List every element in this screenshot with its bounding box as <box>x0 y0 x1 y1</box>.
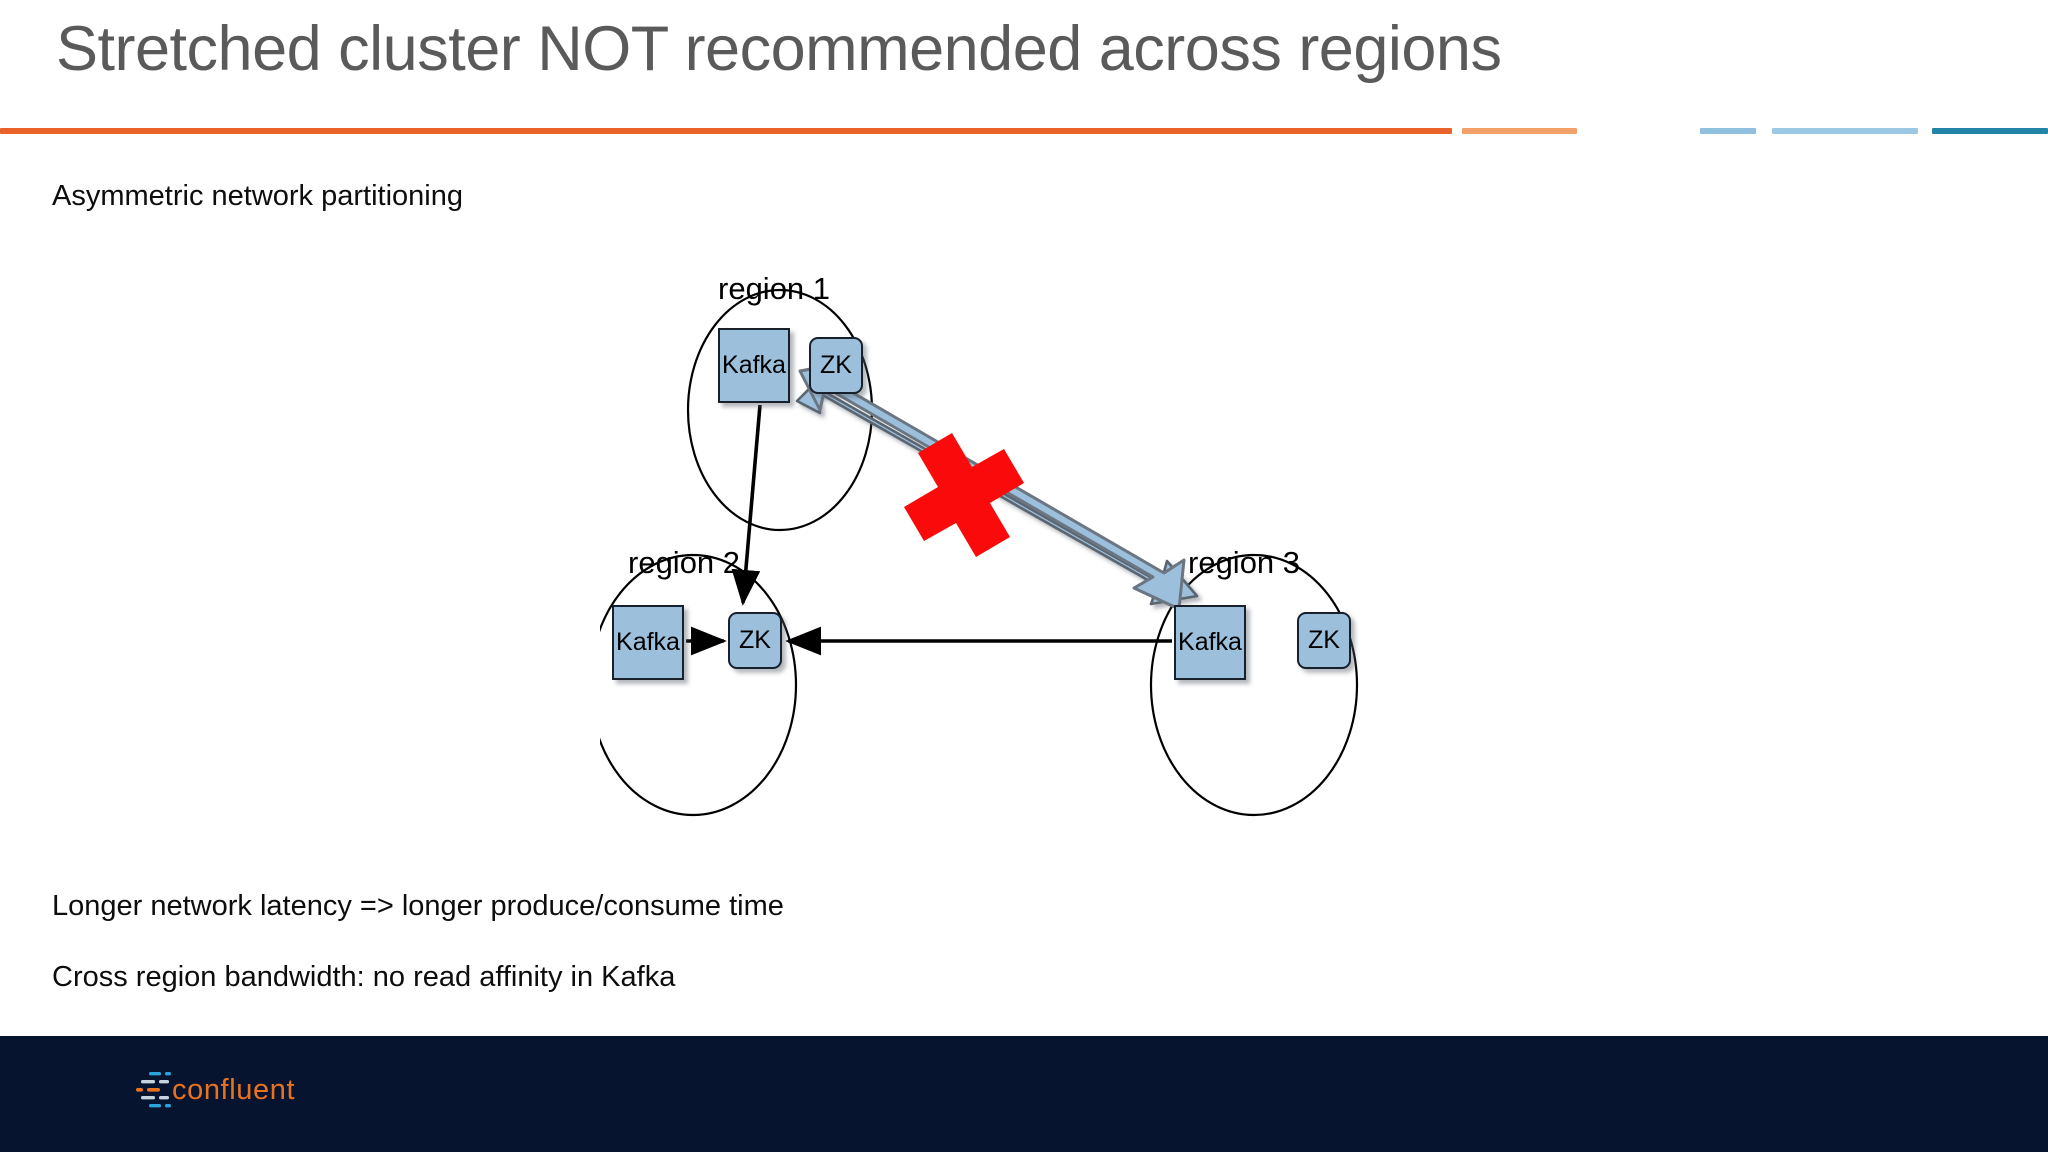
footer-bar <box>0 1036 2048 1152</box>
divider-segment-teal-long <box>1932 128 2018 134</box>
divider-segment-light-blue-short <box>1700 128 1756 134</box>
region-1-circle <box>686 288 874 532</box>
divider-segment-teal-short <box>2008 128 2048 134</box>
divider-segment-light-orange-short <box>1462 128 1577 134</box>
confluent-logo-svg: confluent <box>136 1072 295 1108</box>
region-1-kafka-node[interactable]: Kafka <box>718 328 790 403</box>
region-2-zk-node[interactable]: ZK <box>728 612 782 669</box>
network-diagram: region 1 region 2 region 3 Kafka ZK Kafk… <box>600 255 1460 865</box>
region-3-zk-node[interactable]: ZK <box>1297 612 1351 669</box>
region-3-kafka-node[interactable]: Kafka <box>1174 605 1246 680</box>
connection-region1kafka-to-region2zk <box>731 404 762 606</box>
divider-segment-main-orange <box>0 128 1452 134</box>
confluent-logo: confluent <box>136 1069 336 1117</box>
region-3-circle <box>1149 553 1359 817</box>
blocked-x-icon <box>904 433 1024 557</box>
region-1-label: region 1 <box>718 271 831 306</box>
region-2-label: region 2 <box>628 545 741 580</box>
region-3-label: region 3 <box>1188 545 1301 580</box>
confluent-logo-mark <box>136 1072 171 1108</box>
subtitle-text: Asymmetric network partitioning <box>52 180 463 212</box>
bullet-line-bandwidth: Cross region bandwidth: no read affinity… <box>52 961 676 993</box>
region-1-zk-node[interactable]: ZK <box>809 337 863 394</box>
bullet-line-latency: Longer network latency => longer produce… <box>52 890 784 922</box>
confluent-logo-text: confluent <box>172 1074 295 1106</box>
divider-segment-light-blue-long <box>1772 128 1918 134</box>
region-2-circle <box>600 553 798 817</box>
region-2-kafka-node[interactable]: Kafka <box>612 605 684 680</box>
title-divider <box>0 128 2048 136</box>
page-title: Stretched cluster NOT recommended across… <box>56 14 1502 84</box>
